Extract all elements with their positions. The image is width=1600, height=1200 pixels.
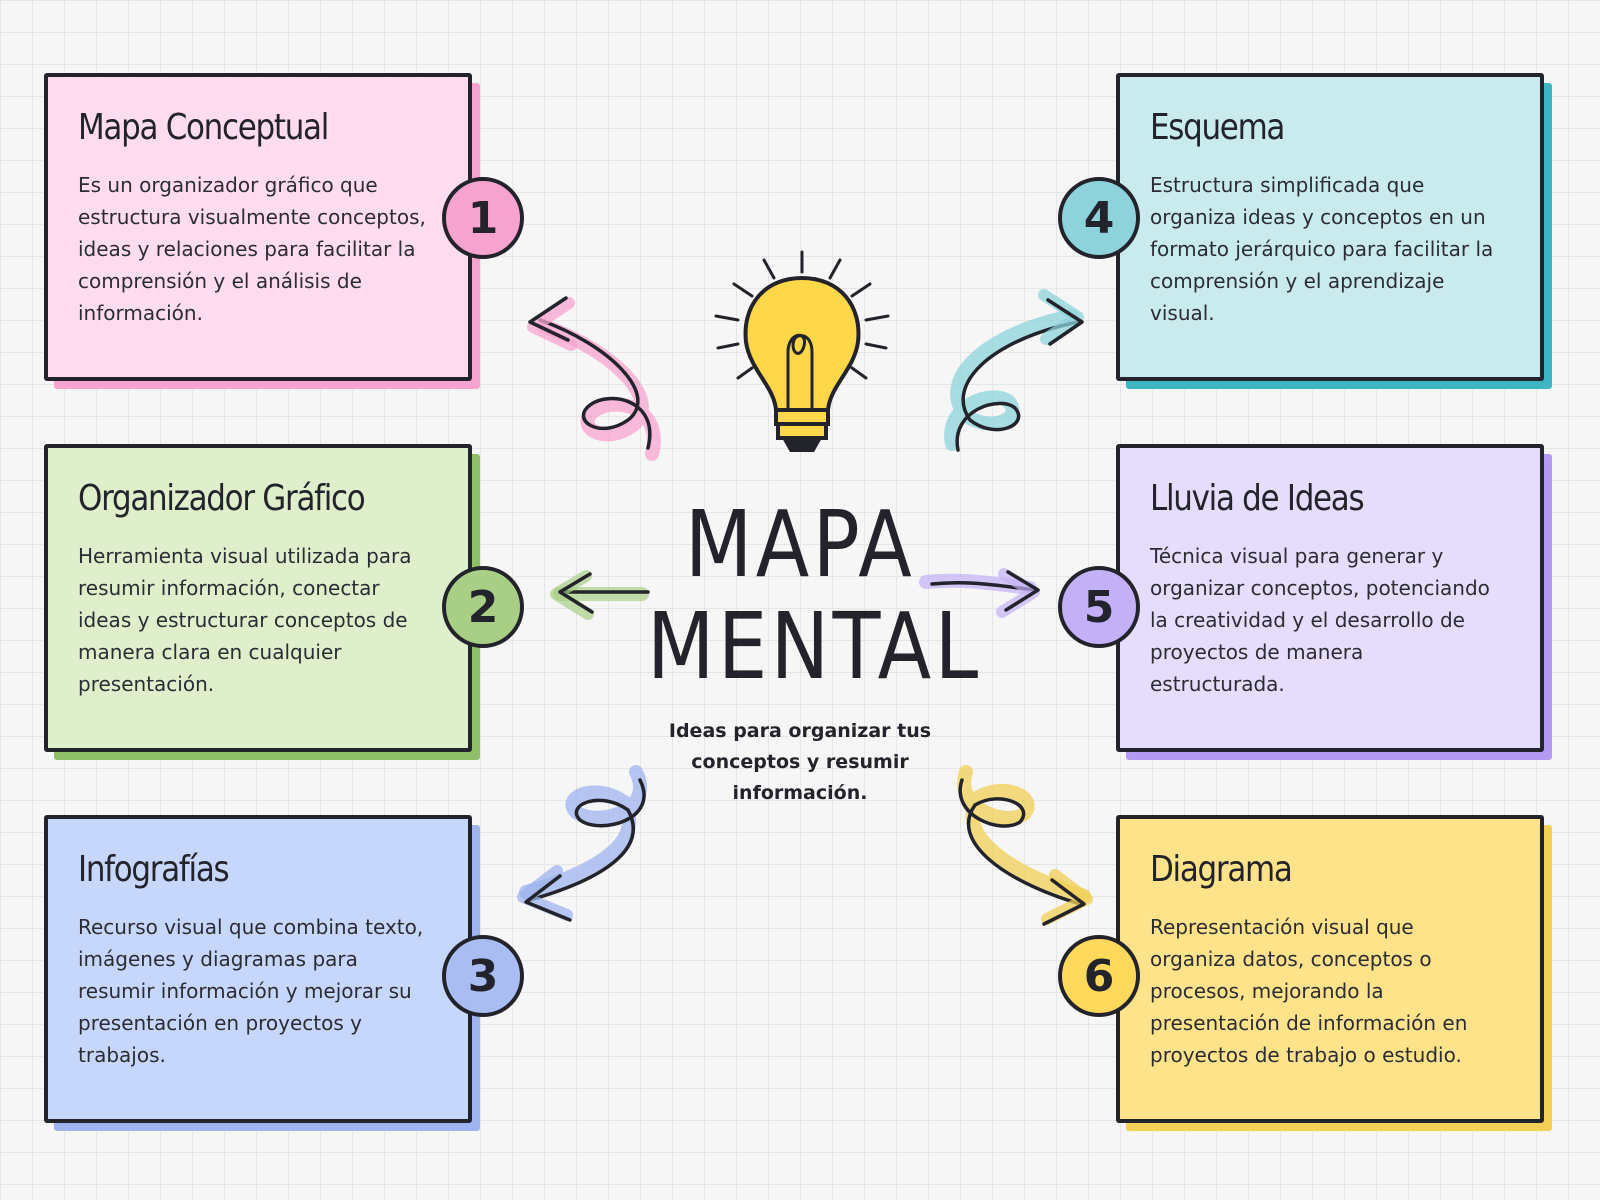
badge-number-5: 5 xyxy=(1058,566,1140,648)
card-infografias: Infografías Recurso visual que combina t… xyxy=(44,815,480,1131)
lightbulb-icon xyxy=(714,250,890,452)
card-lluvia-de-ideas: Lluvia de Ideas Técnica visual para gene… xyxy=(1116,444,1552,760)
badge-number-6: 6 xyxy=(1058,935,1140,1017)
subtitle: Ideas para organizar tus conceptos y res… xyxy=(668,720,932,804)
badge-number-2: 2 xyxy=(442,566,524,648)
card-title: Infografías xyxy=(78,849,230,890)
card-description: Estructura simplificada que organiza ide… xyxy=(1150,173,1494,325)
card-title: Mapa Conceptual xyxy=(78,107,329,148)
card-title: Lluvia de Ideas xyxy=(1150,478,1365,519)
card-description: Representación visual que organiza datos… xyxy=(1150,915,1468,1067)
card-description: Técnica visual para generar y organizar … xyxy=(1150,544,1490,696)
card-title: Organizador Gráfico xyxy=(78,478,366,519)
card-esquema: Esquema Estructura simplificada que orga… xyxy=(1116,73,1552,389)
card-organizador-grafico: Organizador Gráfico Herramienta visual u… xyxy=(44,444,480,760)
card-diagrama: Diagrama Representación visual que organ… xyxy=(1116,815,1552,1131)
badge-number-1: 1 xyxy=(442,177,524,259)
main-title: MAPA MENTAL xyxy=(647,491,978,698)
card-description: Es un organizador gráfico que estructura… xyxy=(78,173,426,325)
main-title-line-2: MENTAL xyxy=(647,593,982,700)
card-mapa-conceptual: Mapa Conceptual Es un organizador gráfic… xyxy=(44,73,480,389)
main-title-line-1: MAPA xyxy=(684,491,916,598)
card-title: Esquema xyxy=(1150,107,1285,148)
badge-number-4: 4 xyxy=(1058,177,1140,259)
card-description: Recurso visual que combina texto, imágen… xyxy=(78,915,424,1067)
badge-number-3: 3 xyxy=(442,935,524,1017)
card-description: Herramienta visual utilizada para resumi… xyxy=(78,544,412,696)
card-title: Diagrama xyxy=(1150,849,1293,890)
